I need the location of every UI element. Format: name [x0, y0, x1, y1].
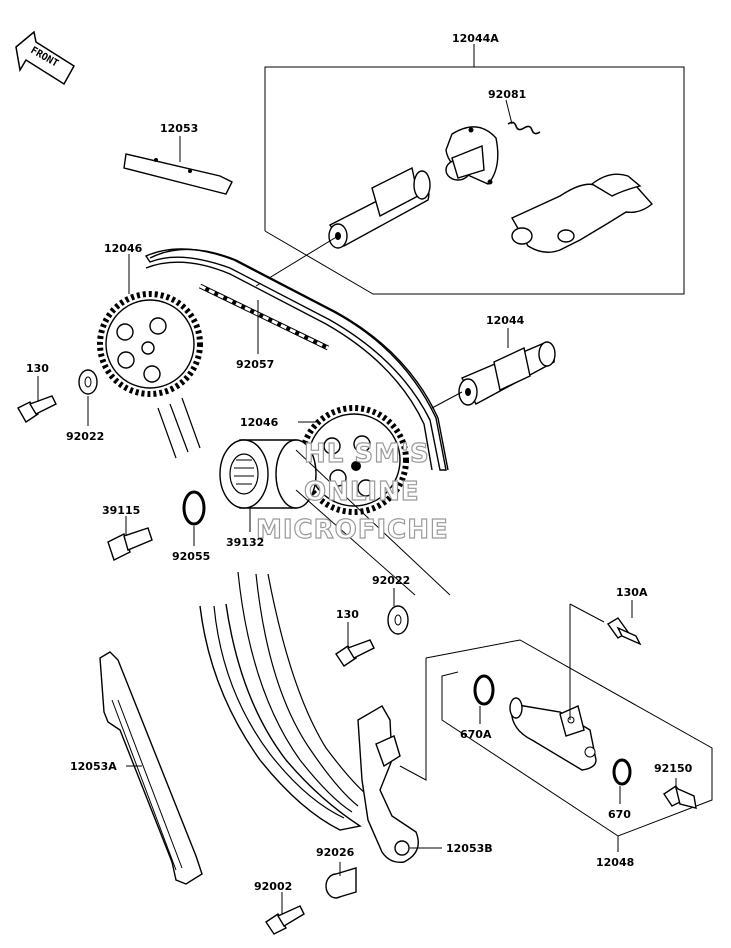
decompressor-weight-drawing [511, 173, 654, 253]
o-ring-670A-drawing [473, 674, 495, 706]
o-ring-92055-drawing [182, 490, 206, 526]
tensioner-arm-12053B-drawing [357, 705, 419, 863]
washer-92022-left-drawing [78, 369, 98, 395]
sprocket-12046-left-drawing [97, 291, 203, 397]
watermark-line-1: HL SM'S [304, 439, 430, 469]
watermark: HL SM'S ONLINE MICROFICHE [255, 438, 449, 545]
camshaft-12044-drawing [458, 341, 556, 406]
pulley-39132-drawing [219, 439, 317, 509]
camshaft-assembly-bracket [264, 66, 685, 295]
chain-guide-12053A-drawing [99, 651, 203, 885]
label-12044A: 12044A [452, 32, 499, 45]
collar-92026-drawing [325, 867, 357, 899]
washer-92022-center-drawing [387, 605, 409, 635]
bolt-92150-drawing [663, 785, 697, 809]
spring-92081-drawing [505, 99, 541, 135]
bolt-92002-drawing [265, 905, 305, 935]
watermark-line-3: MICROFICHE [256, 515, 449, 545]
label-12046-left: 12046 [104, 242, 143, 255]
label-39115: 39115 [102, 504, 140, 517]
label-670A: 670A [460, 728, 492, 741]
label-130-center: 130 [336, 608, 359, 621]
label-92150: 92150 [654, 762, 693, 775]
cam-chain-drawing [144, 248, 449, 831]
label-12048: 12048 [596, 856, 634, 869]
watermark-line-2: ONLINE [304, 477, 420, 507]
bolt-130-center-drawing [335, 639, 375, 667]
label-12046-right: 12046 [240, 416, 279, 429]
bolt-39115-drawing [107, 527, 153, 561]
label-670: 670 [608, 808, 631, 821]
label-12044: 12044 [486, 314, 525, 327]
label-92022-center: 92022 [372, 574, 410, 587]
label-92026: 92026 [316, 846, 355, 859]
front-arrow-icon: FRONT [15, 30, 75, 86]
label-92002: 92002 [254, 880, 292, 893]
chain-guide-12053-drawing [123, 153, 233, 195]
label-39132: 39132 [226, 536, 264, 549]
label-12053: 12053 [160, 122, 198, 135]
label-92055: 92055 [172, 550, 210, 563]
label-92081: 92081 [488, 88, 526, 101]
tensioner-assembly-bracket [425, 639, 713, 837]
label-130-left: 130 [26, 362, 49, 375]
label-130A: 130A [616, 586, 648, 599]
label-92057: 92057 [236, 358, 274, 371]
tensioner-12048-drawing [509, 697, 597, 771]
label-92022-left: 92022 [66, 430, 104, 443]
bolt-130-left-drawing [17, 395, 57, 423]
o-ring-670-drawing [612, 758, 632, 786]
bolt-130A-drawing [606, 617, 642, 646]
camshaft-assembly-drawing [328, 166, 431, 249]
decompressor-plate-drawing [445, 126, 499, 185]
label-12053B: 12053B [446, 842, 493, 855]
label-12053A: 12053A [70, 760, 117, 773]
